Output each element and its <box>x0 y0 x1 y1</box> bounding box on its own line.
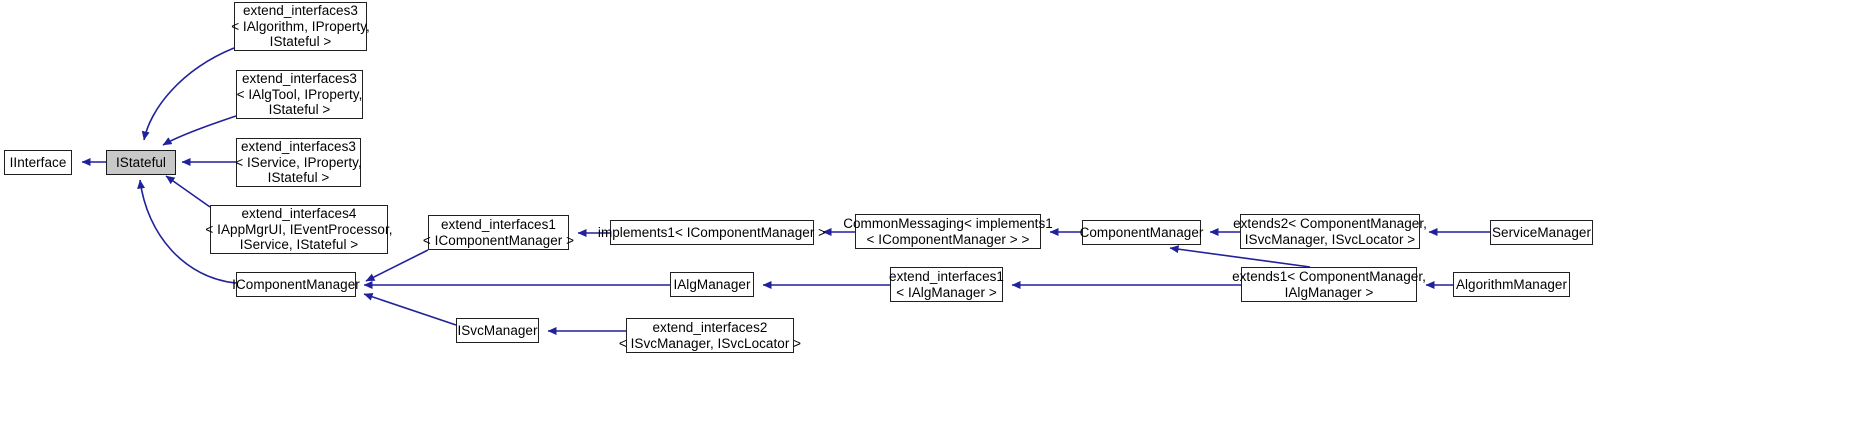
class-node-ialgmanager[interactable]: IAlgManager <box>670 272 754 297</box>
class-node-label-line: ServiceManager <box>1492 224 1591 240</box>
class-node-label-line: < IService, IProperty, <box>235 154 362 170</box>
class-node-extend_interfaces2_isvcmanager[interactable]: extend_interfaces2< ISvcManager, ISvcLoc… <box>619 318 801 353</box>
class-node-extend_interfaces3_ialgtool[interactable]: extend_interfaces3< IAlgTool, IProperty,… <box>236 70 363 119</box>
class-node-label-line: < ISvcManager, ISvcLocator > <box>618 335 802 351</box>
class-node-algorithmmanager[interactable]: AlgorithmManager <box>1453 272 1570 297</box>
class-node-label-line: IService, IStateful > <box>239 237 359 253</box>
class-node-extend_interfaces1_icomponentmanager[interactable]: extend_interfaces1< IComponentManager > <box>423 215 574 250</box>
class-node-label-line: CommonMessaging< implements1 <box>843 216 1053 231</box>
class-node-label-line: IStateful > <box>268 102 331 118</box>
class-node-label-line: < IComponentManager > <box>422 232 575 248</box>
class-node-icomponentmanager[interactable]: IComponentManager <box>232 272 360 297</box>
class-node-istateful[interactable]: IStateful <box>106 150 176 175</box>
class-node-extend_interfaces1_ialgmanager[interactable]: extend_interfaces1< IAlgManager > <box>889 267 1004 302</box>
edge-isvcmanager-to-icomponentmanager <box>363 292 457 326</box>
edge-extend-interfaces1-icm-to-icomponentmanager <box>365 249 429 282</box>
class-node-label-line: IStateful > <box>269 34 332 50</box>
class-node-label-line: < IAlgorithm, IProperty, <box>231 18 370 34</box>
class-node-label-line: IAlgManager <box>673 276 751 292</box>
class-node-label-line: extend_interfaces3 <box>243 3 358 19</box>
class-node-isvcmanager[interactable]: ISvcManager <box>456 318 539 343</box>
class-node-label-line: < IAlgTool, IProperty, <box>236 86 363 102</box>
class-node-label-line: extend_interfaces2 <box>652 320 768 335</box>
class-node-extend_interfaces3_ialgorithm[interactable]: extend_interfaces3< IAlgorithm, IPropert… <box>231 2 370 51</box>
class-node-extends1_componentmanager[interactable]: extends1< ComponentManager,IAlgManager > <box>1232 267 1426 302</box>
class-node-label-line: IStateful <box>116 154 166 170</box>
class-node-label-line: < IAppMgrUI, IEventProcessor, <box>205 221 393 237</box>
class-node-label-line: extend_interfaces3 <box>241 139 356 155</box>
class-node-servicemanager[interactable]: ServiceManager <box>1490 220 1593 245</box>
class-node-label-line: IAlgManager > <box>1284 284 1374 300</box>
class-node-label-line: extends1< ComponentManager, <box>1232 269 1426 284</box>
class-node-label-line: < IAlgManager > <box>896 284 997 300</box>
edge-extend-interfaces4-to-istateful <box>165 175 211 208</box>
class-node-label-line: AlgorithmManager <box>1455 276 1568 292</box>
class-node-label-line: extend_interfaces1 <box>889 269 1004 284</box>
class-node-label-line: extends2< ComponentManager, <box>1233 216 1427 231</box>
class-node-label-line: ISvcManager <box>457 322 538 338</box>
class-node-label-line: extend_interfaces3 <box>242 71 357 87</box>
class-node-label-line: IComponentManager <box>232 276 360 292</box>
class-node-commonmessaging_implements1[interactable]: CommonMessaging< implements1< IComponent… <box>843 214 1053 249</box>
class-node-label-line: IInterface <box>9 154 67 170</box>
edge-extend-interfaces3-ialgtool-to-istateful <box>162 115 237 146</box>
edge-extend-interfaces3-ialgorithm-to-istateful <box>141 47 235 141</box>
class-node-componentmanager[interactable]: ComponentManager <box>1079 220 1204 245</box>
class-node-label-line: IStateful > <box>267 170 330 186</box>
class-node-extends2_componentmanager[interactable]: extends2< ComponentManager,ISvcManager, … <box>1233 214 1427 249</box>
class-node-label-line: extend_interfaces4 <box>241 206 357 222</box>
class-node-extend_interfaces3_iservice[interactable]: extend_interfaces3< IService, IProperty,… <box>235 138 362 187</box>
class-node-label-line: ISvcManager, ISvcLocator > <box>1244 231 1416 247</box>
class-node-iinterface[interactable]: IInterface <box>4 150 72 175</box>
class-node-label-line: implements1< IComponentManager > <box>597 224 827 240</box>
class-node-label-line: < IComponentManager > > <box>866 231 1030 247</box>
class-node-label-line: ComponentManager <box>1079 224 1204 240</box>
class-node-implements1_icomponentmanager[interactable]: implements1< IComponentManager > <box>598 220 826 245</box>
class-node-extend_interfaces4_iappmgrui[interactable]: extend_interfaces4< IAppMgrUI, IEventPro… <box>205 205 393 254</box>
edge-extends1-to-componentmanager <box>1169 245 1311 268</box>
class-node-label-line: extend_interfaces1 <box>441 217 556 232</box>
